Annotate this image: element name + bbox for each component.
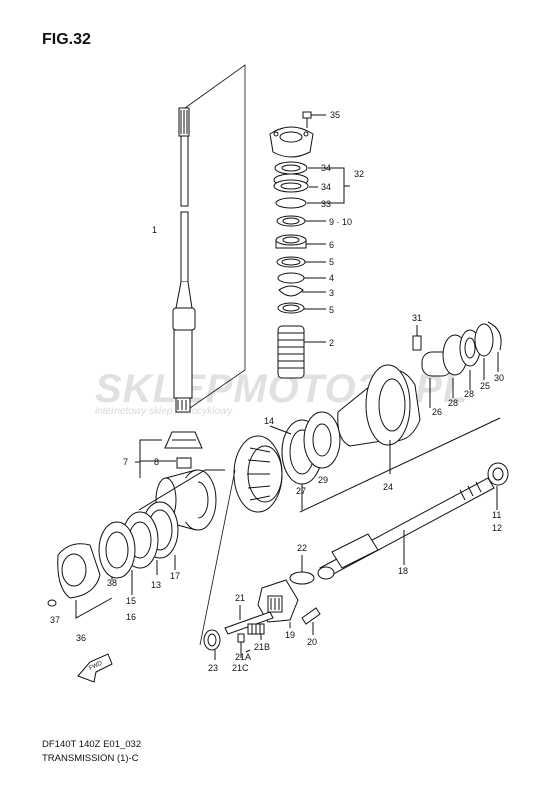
callout-12: 12 bbox=[492, 523, 502, 533]
callout-34a: 34 bbox=[321, 163, 331, 173]
figure-caption: TRANSMISSION (1)-C bbox=[42, 753, 139, 764]
callout-3: 3 bbox=[329, 288, 334, 298]
callout-21a: 21A bbox=[235, 652, 251, 662]
callout-19: 19 bbox=[285, 630, 295, 640]
callout-28: 28 bbox=[464, 389, 474, 399]
callout-33: 33 bbox=[321, 199, 331, 209]
callout-30: 30 bbox=[494, 373, 504, 383]
callout-16: 16 bbox=[126, 612, 136, 622]
callout-18: 18 bbox=[398, 566, 408, 576]
callout-23: 23 bbox=[208, 663, 218, 673]
fwd-arrow-icon: FWD bbox=[77, 653, 113, 683]
callout-21b: 21B bbox=[254, 642, 270, 652]
callout-14: 14 bbox=[264, 416, 274, 426]
callout-22: 22 bbox=[297, 543, 307, 553]
pinion-assembly bbox=[135, 411, 341, 513]
callout-4: 4 bbox=[329, 273, 334, 283]
callout-34b: 34 bbox=[321, 182, 331, 192]
callout-32: 32 bbox=[354, 169, 364, 179]
callout-8: 8 bbox=[154, 457, 159, 467]
figure-code: DF140T 140Z E01_032 bbox=[42, 739, 141, 750]
callout-28b: 28 bbox=[448, 398, 458, 408]
callout-38: 38 bbox=[107, 578, 117, 588]
callout-36: 36 bbox=[76, 633, 86, 643]
bearing-stack bbox=[269, 111, 350, 379]
callout-21c: 21C bbox=[232, 663, 249, 673]
callout-9-10: 9 · 10 bbox=[329, 217, 352, 227]
callout-1: 1 bbox=[152, 225, 157, 235]
callout-21: 21 bbox=[235, 593, 245, 603]
callout-7: 7 bbox=[123, 457, 128, 467]
gear-housing bbox=[299, 321, 502, 513]
callout-2: 2 bbox=[329, 338, 334, 348]
callout-17: 17 bbox=[170, 571, 180, 581]
callout-labels: 35 34 32 34 33 9 · 10 6 5 4 3 5 2 1 31 3… bbox=[50, 110, 504, 673]
callout-35: 35 bbox=[330, 110, 340, 120]
propeller-shaft bbox=[317, 462, 509, 580]
callout-13: 13 bbox=[151, 580, 161, 590]
drive-shaft bbox=[172, 64, 246, 413]
svg-text:FWD: FWD bbox=[88, 660, 104, 671]
callout-31: 31 bbox=[412, 313, 422, 323]
figure-title: FIG.32 bbox=[42, 31, 91, 48]
callout-15: 15 bbox=[126, 596, 136, 606]
callout-27: 27 bbox=[296, 486, 306, 496]
callout-37: 37 bbox=[50, 615, 60, 625]
clutch-assembly bbox=[199, 469, 321, 660]
callout-5a: 5 bbox=[329, 257, 334, 267]
callout-11: 11 bbox=[492, 510, 501, 520]
reverse-gear-assembly bbox=[47, 469, 225, 619]
callout-6: 6 bbox=[329, 240, 334, 250]
callout-20: 20 bbox=[307, 637, 317, 647]
callout-25: 25 bbox=[480, 381, 490, 391]
callout-26: 26 bbox=[432, 407, 442, 417]
callout-29: 29 bbox=[318, 475, 328, 485]
callout-5b: 5 bbox=[329, 305, 334, 315]
watermark-tagline: internetowy sklep motocyklowy bbox=[95, 406, 233, 417]
callout-24: 24 bbox=[383, 482, 393, 492]
